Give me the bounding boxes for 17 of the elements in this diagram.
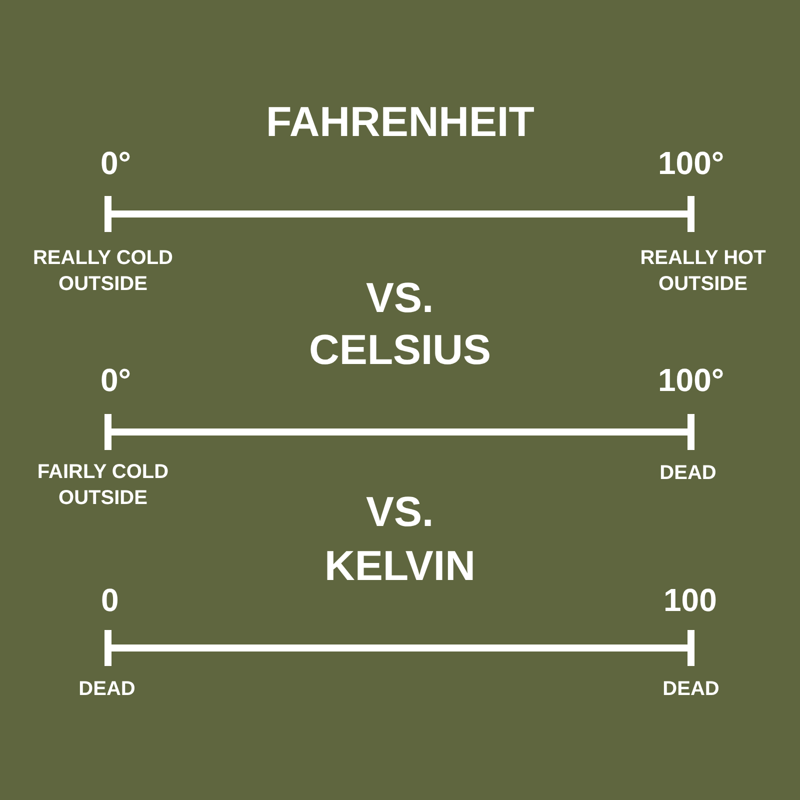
- scale-value: 0°: [100, 362, 132, 398]
- scale-caption: DEAD: [662, 677, 720, 702]
- scale-caption: DEAD: [78, 677, 136, 702]
- scale-heading: KELVIN: [324, 543, 476, 590]
- versus-text: VS.: [366, 489, 434, 536]
- versus-text: VS.: [366, 275, 434, 322]
- scale-heading: FAHRENHEIT: [266, 99, 534, 146]
- scale-value: 100°: [658, 146, 724, 181]
- scale-value: 100°: [658, 362, 724, 398]
- scale-value: 0°: [100, 146, 132, 181]
- scale-value: 100: [664, 582, 717, 618]
- scale-value: 0: [101, 582, 119, 618]
- scale-caption: DEAD: [659, 461, 717, 486]
- scale-caption: FAIRLY COLD OUTSIDE: [36, 460, 170, 511]
- scale-heading: CELSIUS: [309, 327, 492, 374]
- scale-caption: REALLY COLD OUTSIDE: [32, 246, 174, 297]
- scale-caption: REALLY HOT OUTSIDE: [640, 246, 766, 297]
